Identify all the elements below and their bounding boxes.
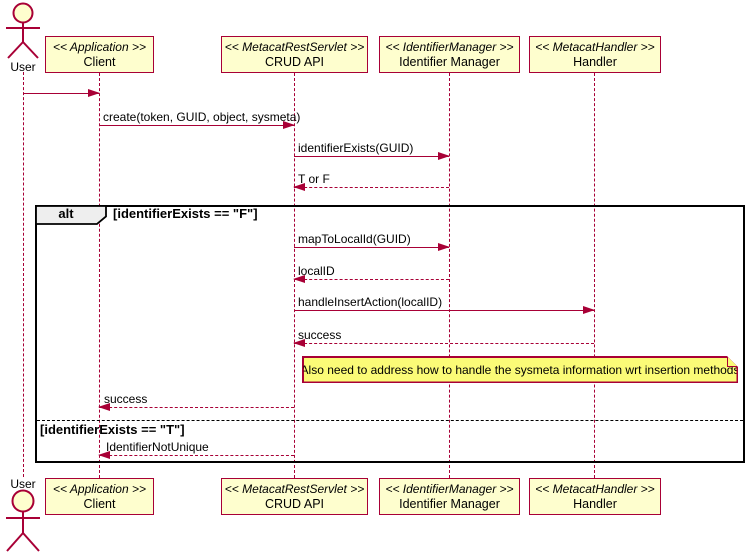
participant-stereotype: << MetacatRestServlet >> <box>224 481 365 496</box>
message-arrow-success-client <box>98 403 294 411</box>
participant-identifier-manager-top: << IdentifierManager >> Identifier Manag… <box>379 36 520 73</box>
actor-user-bottom-label: User <box>10 477 36 491</box>
arrowhead-left <box>293 275 305 283</box>
participant-client-top: << Application >> Client <box>45 36 154 73</box>
message-arrow-t-or-f <box>293 183 449 191</box>
participant-name: CRUD API <box>264 54 325 69</box>
lifeline-handler <box>594 73 595 478</box>
alt-condition-f: [identifierExists == "F"] <box>113 206 258 221</box>
arrowhead-left <box>98 403 110 411</box>
participant-stereotype: << Application >> <box>53 39 146 54</box>
participant-name: Client <box>83 496 116 511</box>
participant-stereotype: << MetacatHandler >> <box>535 39 655 54</box>
message-arrow-local-id <box>293 275 449 283</box>
note-fold-corner <box>727 356 738 367</box>
message-arrow-map-to-local-id <box>294 243 450 251</box>
note: "Also need to address how to handle the … <box>302 356 738 383</box>
participant-crud-api-bottom: << MetacatRestServlet >> CRUD API <box>221 478 368 515</box>
arrowhead-right <box>283 121 295 129</box>
arrowhead-left <box>98 451 110 459</box>
participant-stereotype: << IdentifierManager >> <box>385 39 514 54</box>
message-label-success-handler: success <box>298 328 342 342</box>
participant-handler-top: << MetacatHandler >> Handler <box>529 36 661 73</box>
arrowhead-right <box>88 89 100 97</box>
alt-frame <box>35 205 745 463</box>
arrowhead-left <box>293 183 305 191</box>
arrowhead-right <box>583 306 595 314</box>
alt-divider <box>37 420 743 421</box>
lifeline-client <box>99 73 100 478</box>
message-label-map-to-local-id: mapToLocalId(GUID) <box>298 232 411 246</box>
message-label-identifier-not-unique: IdentifierNotUnique <box>106 440 209 454</box>
lifeline-user <box>23 72 24 477</box>
arrowhead-right <box>438 243 450 251</box>
message-label-success-client: success <box>104 392 148 406</box>
message-arrow-handle-insert-action <box>294 306 595 314</box>
actor-user-bottom-icon <box>1 489 46 553</box>
participant-name: Identifier Manager <box>399 54 500 69</box>
lifeline-identifier-manager <box>449 73 450 478</box>
message-arrow-success-handler <box>293 339 594 347</box>
participant-stereotype: << IdentifierManager >> <box>385 481 514 496</box>
alt-tab-shape <box>35 205 108 230</box>
message-arrow-identifier-exists <box>294 152 450 160</box>
note-text: "Also need to address how to handle the … <box>304 358 737 382</box>
participant-client-bottom: << Application >> Client <box>45 478 154 515</box>
participant-stereotype: << MetacatHandler >> <box>535 481 655 496</box>
message-label-t-or-f: T or F <box>298 172 330 186</box>
participant-handler-bottom: << MetacatHandler >> Handler <box>529 478 661 515</box>
actor-user-top-label: User <box>10 60 36 74</box>
arrowhead-right <box>438 152 450 160</box>
participant-crud-api-top: << MetacatRestServlet >> CRUD API <box>221 36 368 73</box>
message-arrow-user-to-client <box>23 89 100 97</box>
alt-keyword: alt <box>58 206 74 221</box>
participant-name: Handler <box>573 54 617 69</box>
message-label-handle-insert-action: handleInsertAction(localID) <box>298 295 443 309</box>
participant-name: CRUD API <box>264 496 325 511</box>
actor-user-top-icon <box>1 2 46 65</box>
alt-condition-t: [identifierExists == "T"] <box>40 422 185 437</box>
message-label-local-id: localID <box>298 264 335 278</box>
participant-name: Handler <box>573 496 617 511</box>
message-arrow-identifier-not-unique <box>98 451 294 459</box>
message-arrow-create <box>99 121 295 129</box>
participant-name: Identifier Manager <box>399 496 500 511</box>
participant-stereotype: << Application >> <box>53 481 146 496</box>
message-label-identifier-exists: identifierExists(GUID) <box>298 141 414 155</box>
message-label-create: create(token, GUID, object, sysmeta) <box>103 110 301 124</box>
participant-identifier-manager-bottom: << IdentifierManager >> Identifier Manag… <box>379 478 520 515</box>
participant-name: Client <box>83 54 116 69</box>
participant-stereotype: << MetacatRestServlet >> <box>224 39 365 54</box>
arrowhead-left <box>293 339 305 347</box>
